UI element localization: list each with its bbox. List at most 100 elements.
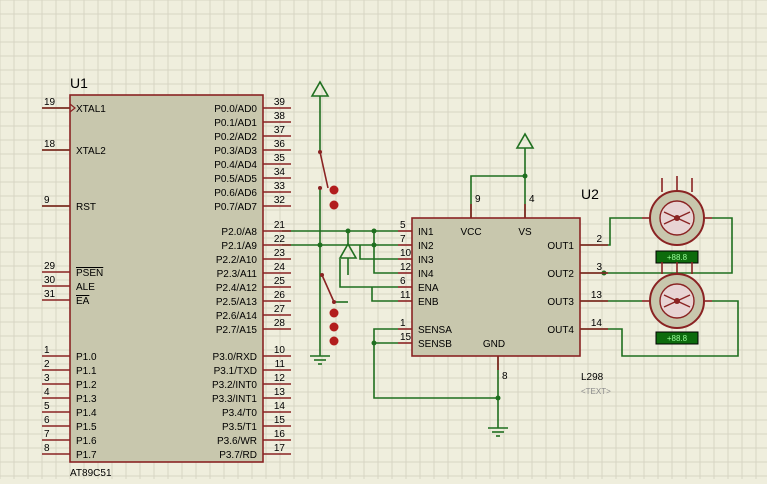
motor-2[interactable]: +88.8	[642, 262, 712, 345]
pin-label: P1.7	[76, 450, 97, 461]
pin-number: 3	[596, 262, 602, 273]
pin-label: ALE	[76, 282, 95, 293]
pin-label: P1.3	[76, 394, 97, 405]
clock-marker-icon	[69, 103, 76, 113]
pin-label: P0.6/AD6	[214, 188, 257, 199]
pin-label: P3.1/TXD	[214, 366, 257, 377]
pin-label: OUT1	[547, 241, 574, 252]
pin-number: 6	[400, 276, 406, 287]
pin-label: P3.7/RD	[219, 450, 257, 461]
power-symbols	[310, 80, 535, 259]
pin-number: 27	[274, 304, 286, 315]
pin-label: P2.4/A12	[216, 283, 258, 294]
pin-label: OUT3	[547, 297, 574, 308]
u1-part: AT89C51	[70, 468, 112, 479]
pin-label: P0.4/AD4	[214, 160, 257, 171]
pin-label: P2.7/A15	[216, 325, 258, 336]
u2-text-placeholder: <TEXT>	[581, 387, 611, 396]
pin-number: 10	[274, 345, 286, 356]
u2-body	[411, 217, 581, 357]
junction-dot	[371, 228, 377, 234]
pin-number: 12	[400, 262, 412, 273]
junction-dot	[522, 173, 528, 179]
pin-number: 22	[274, 234, 286, 245]
u1-right-pins: 39P0.0/AD038P0.1/AD137P0.2/AD236P0.3/AD3…	[212, 97, 291, 461]
pin-label: P1.6	[76, 436, 97, 447]
pin-number: 11	[400, 290, 411, 301]
wire-ena	[339, 259, 398, 288]
pin-number: 31	[44, 289, 56, 300]
pin-label: P2.2/A10	[216, 255, 258, 266]
pin-number: 7	[400, 234, 406, 245]
switch-1[interactable]	[318, 150, 339, 210]
ground-icon	[310, 343, 330, 365]
wire-out1	[580, 217, 642, 246]
pin-label: VCC	[460, 227, 481, 238]
wire-in3	[359, 245, 398, 260]
u2-part: L298	[581, 372, 604, 383]
ground-icon	[488, 427, 508, 437]
ground-symbols	[310, 343, 508, 437]
junction-dot	[371, 340, 377, 346]
pin-label: IN3	[418, 255, 434, 266]
pin-number: 26	[274, 290, 286, 301]
u1-microcontroller[interactable]: U1 AT89C51 19XTAL118XTAL29RST29PSEN30ALE…	[42, 75, 291, 479]
pin-label: RST	[76, 202, 96, 213]
pin-label: P0.5/AD5	[214, 174, 257, 185]
supply-arrow-icon	[310, 80, 330, 97]
pin-number: 28	[274, 318, 286, 329]
switch-button-icon	[329, 185, 339, 195]
pin-number: 36	[274, 139, 286, 150]
switch-contact-icon	[320, 273, 324, 277]
pin-label: OUT2	[547, 269, 574, 280]
u2-ref: U2	[581, 186, 599, 202]
pin-number: 10	[400, 248, 412, 259]
switch-contact-icon	[318, 186, 322, 190]
pin-number: 21	[274, 220, 286, 231]
pin-number: 32	[274, 195, 286, 206]
supply-arrow-icon	[515, 132, 535, 149]
pin-number: 12	[274, 373, 286, 384]
pin-label: P2.3/A11	[217, 269, 258, 280]
pin-number: 23	[274, 248, 286, 259]
wire-sensb	[373, 342, 498, 399]
pin-label: P3.2/INT0	[212, 380, 257, 391]
pin-label: ENB	[418, 297, 439, 308]
u1-ref: U1	[70, 75, 88, 91]
u2-motor-driver[interactable]: U2 L298 <TEXT> 5IN17IN210IN312IN46ENA11E…	[398, 186, 611, 396]
pin-number: 24	[274, 262, 286, 273]
pin-number: 16	[274, 429, 286, 440]
pin-label: P3.0/RXD	[213, 352, 257, 363]
pin-label: SENSA	[418, 325, 452, 336]
motor-2-readout: +88.8	[667, 334, 688, 343]
pin-label: IN2	[418, 241, 434, 252]
pin-number: 5	[400, 220, 406, 231]
pin-label: ENA	[418, 283, 439, 294]
pin-label: P0.3/AD3	[214, 146, 257, 157]
pin-number: 13	[591, 290, 603, 301]
pin-number: 9	[475, 194, 481, 205]
pin-number: 4	[529, 194, 535, 205]
pin-number: 1	[44, 345, 50, 356]
pin-number: 25	[274, 276, 286, 287]
switch-contact-icon	[332, 300, 336, 304]
pin-number: 30	[44, 275, 56, 286]
pin-number: 8	[502, 371, 508, 382]
pin-number: 5	[44, 401, 50, 412]
pin-label: P2.0/A8	[221, 227, 257, 238]
junction-dot	[371, 242, 377, 248]
pin-label: VS	[518, 227, 532, 238]
pin-label: P1.4	[76, 408, 97, 419]
pin-number: 8	[44, 443, 50, 454]
switch-2[interactable]	[320, 273, 339, 346]
pin-label: EA	[76, 296, 90, 307]
motor-1[interactable]: +88.8	[642, 176, 712, 264]
switches	[318, 150, 339, 346]
switch-contact-icon	[318, 150, 322, 154]
pin-number: 14	[274, 401, 286, 412]
pin-label: P3.6/WR	[217, 436, 257, 447]
pin-label: P2.5/A13	[216, 297, 258, 308]
junction-dot	[495, 395, 501, 401]
pin-number: 13	[274, 387, 286, 398]
